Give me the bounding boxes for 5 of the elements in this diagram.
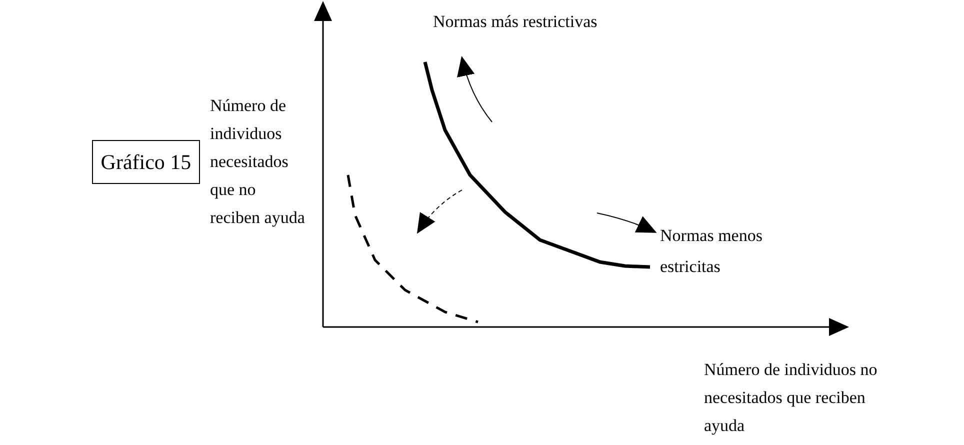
curve-label: Normas más restrictivas [433, 11, 598, 33]
axis-label: Número de individuos necesitados que no reciben ayuda [210, 95, 306, 229]
curve-label: Normas menos estricitas [660, 225, 764, 278]
figure-label: Gráfico 15 [92, 140, 200, 184]
axis-label: Número de individuos no necesitados que reciben ayuda [704, 359, 878, 437]
